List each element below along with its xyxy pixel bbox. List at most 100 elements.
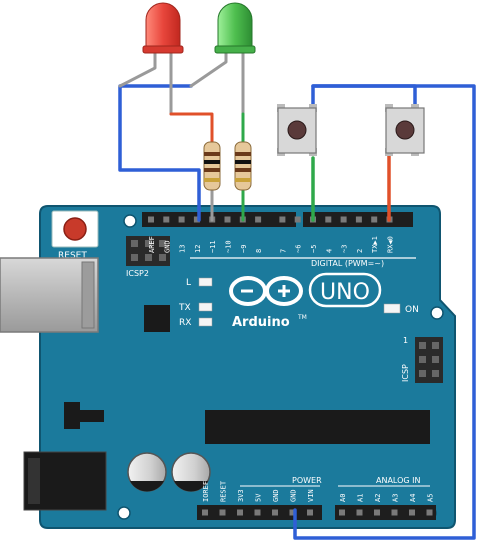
pin-label: 4	[325, 249, 333, 253]
pin-label: 5V	[255, 493, 263, 502]
red-led	[142, 2, 184, 54]
header-pin	[340, 216, 347, 223]
pin-label: ~5	[310, 245, 318, 253]
header-pin	[224, 216, 231, 223]
pin-label: TX▶1	[371, 236, 379, 253]
header-pin	[374, 509, 380, 516]
gnd-wire	[118, 84, 201, 222]
l-led	[198, 277, 213, 287]
status-leds: L TX RX	[178, 277, 213, 328]
pin-label: 13	[179, 245, 187, 253]
header-pin	[325, 216, 332, 223]
pin-label: 8	[255, 249, 263, 253]
pin-label: ~6	[295, 245, 303, 253]
tx-led-label: TX	[178, 303, 191, 313]
pin-label: VIN	[307, 489, 315, 502]
red-led-cathode-lead	[118, 50, 157, 88]
pin-label: A1	[357, 494, 365, 502]
resistor	[203, 141, 221, 191]
header-pin	[255, 216, 262, 223]
l-led-label: L	[186, 278, 191, 288]
header-pin	[178, 216, 185, 223]
icsp-header	[415, 337, 443, 383]
header-pin	[426, 509, 433, 516]
header-pin	[279, 216, 286, 223]
pin-label: IOREF	[202, 481, 210, 502]
capacitor	[127, 452, 167, 492]
header-pin	[307, 509, 313, 516]
rx-led-label: RX	[179, 318, 191, 328]
mounting-hole	[430, 306, 444, 320]
power-pin-header	[197, 505, 322, 520]
mounting-hole	[117, 506, 131, 520]
atmega-chip	[205, 410, 430, 444]
pin-label: A2	[374, 494, 382, 502]
arduino-logo	[229, 276, 303, 306]
header-pin	[237, 509, 243, 516]
green-led	[214, 2, 256, 54]
power-label: POWER	[292, 476, 322, 485]
pin-label: 2	[356, 249, 364, 253]
usb-connector	[0, 257, 99, 333]
icsp2-label: ICSP2	[126, 269, 149, 278]
pin-label: RESET	[220, 480, 228, 502]
pin-label: ~11	[209, 240, 217, 253]
pin-label: ~9	[240, 245, 248, 253]
green-led-cathode-lead	[189, 50, 228, 88]
reset-button[interactable]	[51, 210, 99, 248]
pin-label: A4	[409, 494, 417, 502]
header-pin	[356, 509, 363, 516]
pin-label: A3	[392, 494, 400, 502]
analog-label: ANALOG IN	[376, 476, 421, 485]
on-led	[383, 303, 401, 314]
push-button-2[interactable]	[385, 104, 425, 156]
pin-label: RX◀0	[387, 236, 395, 253]
header-pin	[148, 216, 154, 223]
capacitor	[171, 452, 211, 492]
pin-label: ~3	[341, 245, 349, 253]
model-label: UNO	[320, 280, 370, 305]
pin-label: GND	[272, 489, 280, 502]
uno-badge	[308, 272, 382, 308]
header-pin	[289, 509, 296, 516]
voltage-regulator	[64, 402, 80, 429]
trademark-label: TM	[297, 314, 307, 321]
5v-wire	[293, 84, 476, 540]
header-pin	[371, 216, 378, 223]
reset-label: RESET	[58, 251, 87, 261]
pin-label: 12	[194, 245, 202, 253]
pin-label: ~10	[225, 240, 233, 253]
header-pin	[272, 509, 278, 516]
usb-chip	[144, 305, 170, 332]
header-pin	[193, 216, 200, 223]
digital-pin-header	[142, 212, 413, 227]
dc-power-jack	[23, 451, 107, 511]
pin-label: GND	[163, 240, 171, 253]
icsp-label: ICSP	[401, 364, 410, 382]
header-pin	[391, 509, 398, 516]
header-pin	[219, 509, 226, 516]
icsp2-header	[126, 236, 170, 266]
brand-label: Arduino	[232, 315, 290, 330]
header-pin	[294, 216, 301, 223]
rx-led	[198, 317, 213, 327]
red-led-resistor-wire	[169, 112, 214, 144]
push-button-1[interactable]	[277, 104, 317, 156]
voltage-regulator-body	[80, 410, 104, 422]
header-pin	[355, 216, 362, 223]
pin-label: AREF	[148, 236, 156, 253]
header-pin	[409, 509, 415, 516]
5v-button-wire	[311, 84, 417, 111]
header-pin	[163, 216, 170, 223]
tx-led	[198, 302, 213, 312]
pin-label: A5	[427, 494, 435, 502]
digital-pin-labels: AREF GND 13 12 ~11 ~10 ~9 8 7 ~6 ~5 4 ~3 2 TX▶1 RX◀0	[148, 236, 395, 253]
icsp-pin1-label: 1	[403, 336, 408, 345]
pin-label: GND	[290, 489, 298, 502]
analog-pin-header	[335, 505, 436, 520]
pin-label: 7	[279, 249, 287, 253]
header-pin	[254, 509, 261, 516]
